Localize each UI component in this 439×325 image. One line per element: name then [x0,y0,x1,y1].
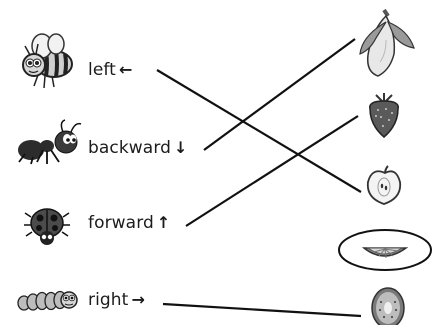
ladybug-icon [24,208,70,245]
kiwi-icon [371,287,405,325]
direction-label-backward: backward↓ [88,140,188,157]
bee-icon [22,33,73,89]
down-arrow-icon: ↓ [174,138,188,157]
orange-slice-icon [361,247,409,259]
left-arrow-icon: ← [118,60,133,79]
right-arrow-icon: → [131,290,145,309]
direction-text: right [88,290,129,310]
direction-text: backward [88,138,172,158]
match-line-backward-banana [203,38,356,151]
match-line-right-kiwi [162,302,362,318]
up-arrow-icon: ↑ [156,213,171,232]
match-line-left-apple [156,69,362,193]
direction-label-forward: forward↑ [88,215,170,232]
apple-half-icon [366,165,402,205]
banana-icon [359,8,415,77]
caterpillar-icon [17,290,78,311]
ant-icon [18,119,82,165]
match-line-forward-strawberry [185,115,359,227]
strawberry-icon [369,93,399,138]
answer-circle [338,229,432,271]
direction-label-left: left← [88,62,132,79]
direction-text: left [88,60,116,80]
direction-label-right: right→ [88,292,145,309]
direction-text: forward [88,213,154,233]
